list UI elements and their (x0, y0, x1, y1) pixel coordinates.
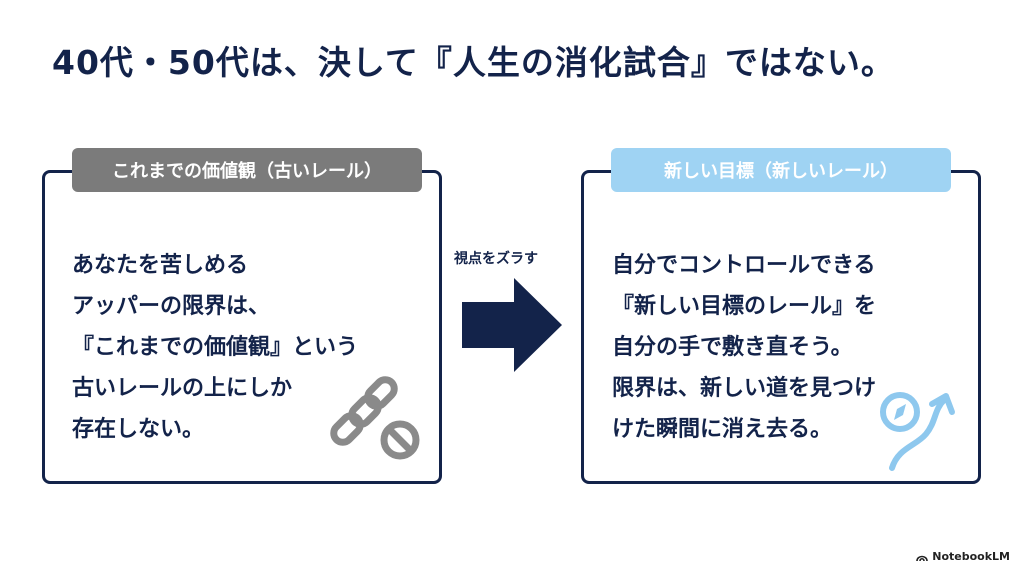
old-values-line: 『これまでの価値観』という (72, 335, 359, 360)
new-goal-line: けた瞬間に消え去る。 (612, 417, 833, 442)
broken-chain-icon (330, 376, 420, 460)
new-goal-line: 限界は、新しい道を見つけ (612, 376, 877, 401)
old-values-line: アッパーの限界は、 (72, 294, 271, 319)
new-goal-line: 自分の手で敷き直そう。 (612, 335, 853, 360)
right-arrow-icon (462, 278, 562, 372)
new-goal-line: 『新しい目標のレール』を (612, 294, 877, 319)
page-title: 40代・50代は、決して『人生の消化試合』ではない。 (52, 43, 895, 82)
old-values-line: あなたを苦しめる (72, 253, 249, 278)
new-goal-tab: 新しい目標（新しいレール） (611, 148, 951, 192)
old-values-line: 存在しない。 (72, 417, 205, 442)
old-values-card (42, 170, 442, 484)
brand-label: NotebookLM (932, 550, 1010, 563)
compass-path-icon (880, 392, 955, 471)
brand-watermark: NotebookLM (916, 550, 1010, 563)
old-values-text: あなたを苦しめる アッパーの限界は、 『これまでの価値観』という 古いレールの上… (72, 245, 358, 450)
old-values-tab: これまでの価値観（古いレール） (72, 148, 422, 192)
new-goal-line: 自分でコントロールできる (612, 253, 876, 278)
notebooklm-logo-icon (916, 555, 929, 561)
new-goal-text: 自分でコントロールできる 『新しい目標のレール』を 自分の手で敷き直そう。 限界… (612, 245, 876, 450)
old-values-line: 古いレールの上にしか (72, 376, 293, 401)
shift-perspective-label: 視点をズラす (454, 251, 538, 267)
